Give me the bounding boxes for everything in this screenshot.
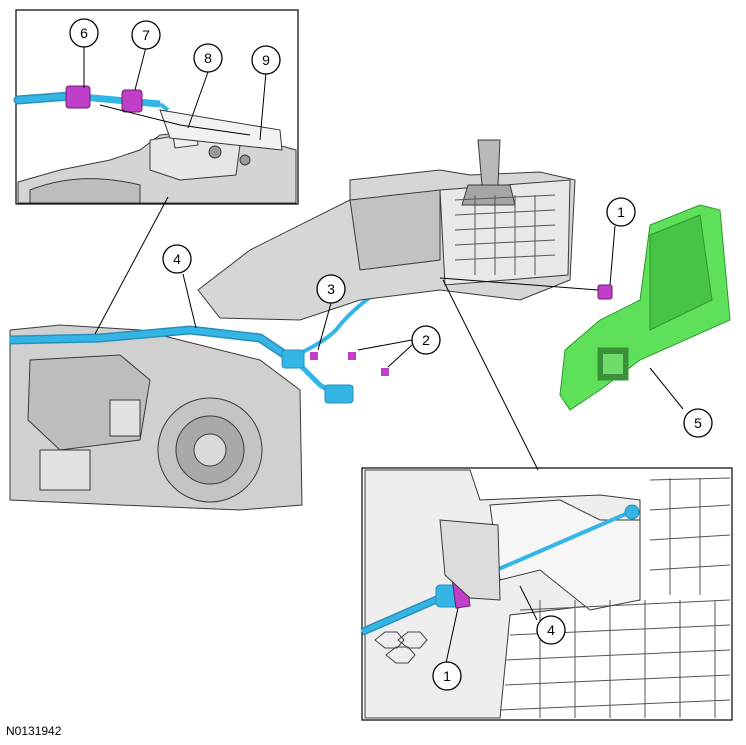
transmission-case	[9, 324, 303, 511]
inset-grid	[499, 477, 731, 718]
svg-text:5: 5	[694, 415, 702, 431]
figure-code: N0131942	[6, 724, 62, 738]
inset-clip-7	[121, 89, 143, 113]
callout-5: 5	[683, 408, 713, 438]
bottom-right-inset	[360, 467, 733, 721]
svg-text:9: 9	[262, 52, 270, 68]
callout-1-inset: 1	[432, 661, 462, 691]
svg-text:3: 3	[327, 281, 335, 297]
callout-4-inset: 4	[536, 615, 566, 645]
retaining-clip-1	[597, 284, 613, 300]
retaining-clip-group	[310, 352, 389, 376]
leader-lines	[83, 46, 684, 664]
callout-6: 6	[69, 18, 99, 48]
callout-1-top: 1	[606, 197, 636, 227]
callout-2: 2	[411, 325, 441, 355]
callout-7: 7	[131, 20, 161, 50]
inset-honeycomb	[374, 631, 428, 664]
console-trim-panel	[559, 204, 731, 411]
callout-3: 3	[316, 274, 346, 304]
inset-clip-6	[65, 85, 91, 109]
svg-text:1: 1	[617, 204, 625, 220]
svg-text:4: 4	[547, 622, 555, 638]
shifter-housing	[197, 139, 576, 321]
callout-9: 9	[251, 45, 281, 75]
svg-text:8: 8	[204, 50, 212, 66]
svg-text:2: 2	[422, 332, 430, 348]
svg-text:1: 1	[443, 668, 451, 684]
svg-text:7: 7	[142, 27, 150, 43]
svg-text:4: 4	[173, 251, 181, 267]
callout-8: 8	[193, 43, 223, 73]
callout-4-main: 4	[162, 244, 192, 274]
svg-text:6: 6	[80, 25, 88, 41]
